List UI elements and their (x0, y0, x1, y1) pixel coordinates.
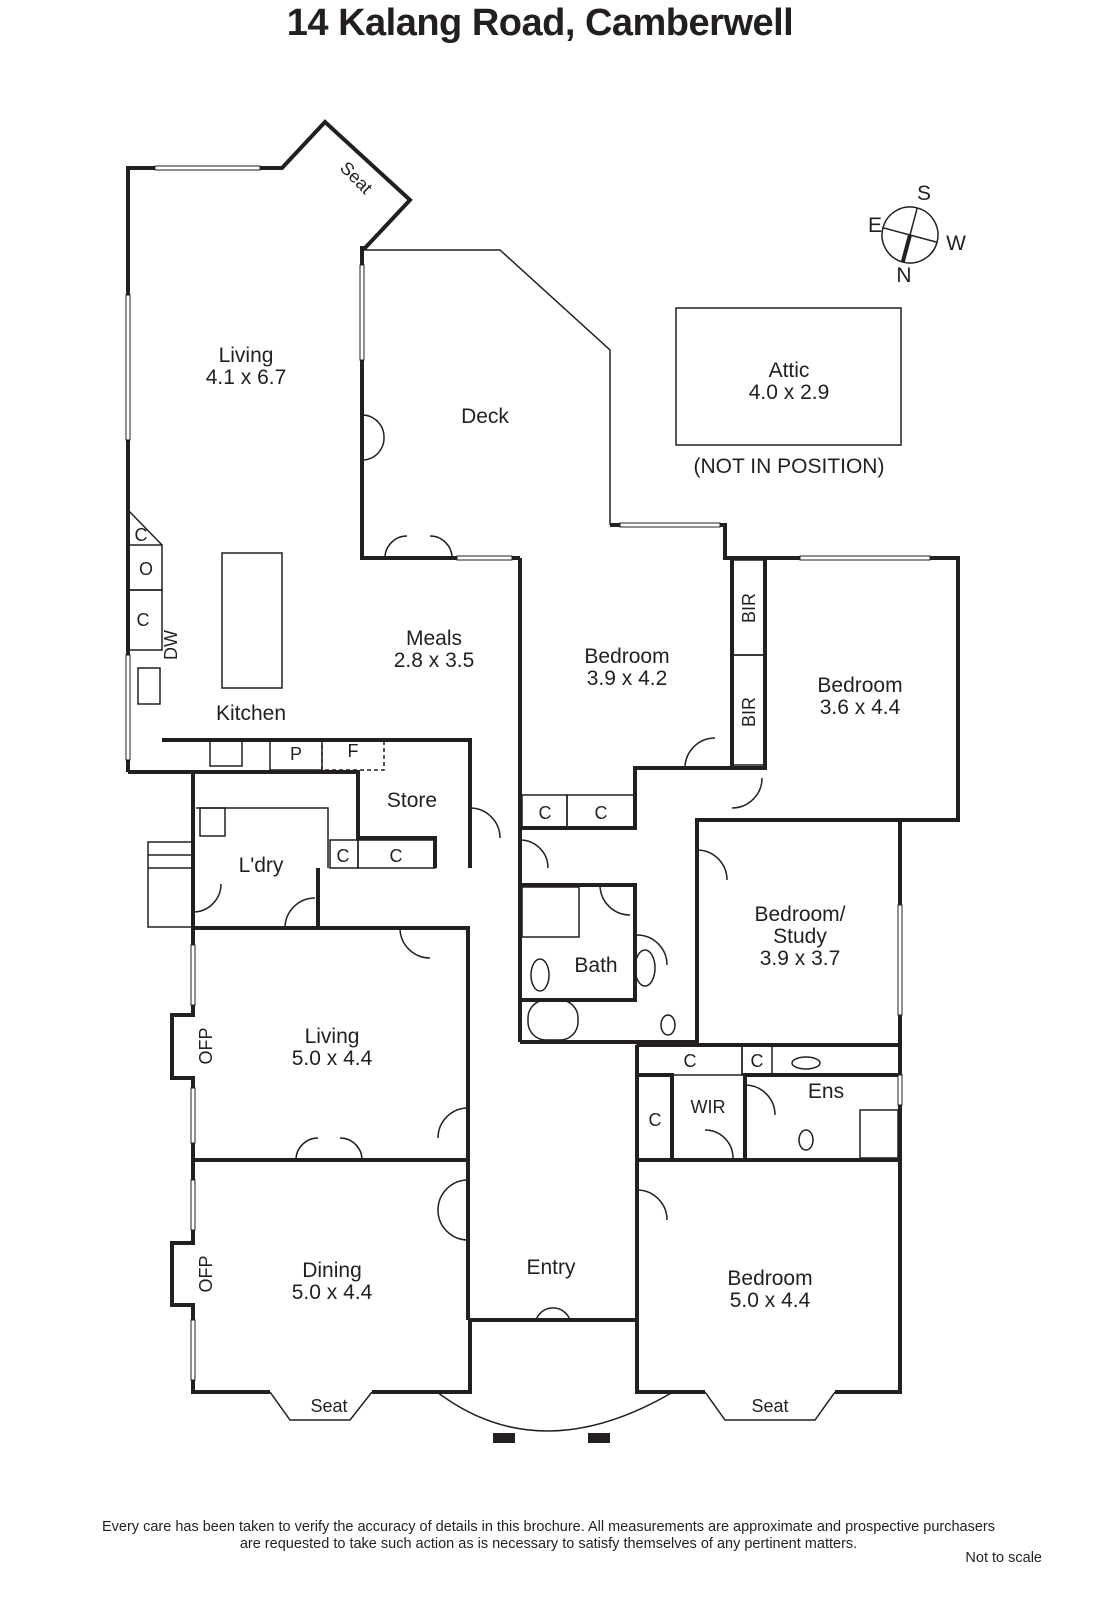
dishwasher-label: DW (161, 630, 181, 660)
room-kitchen-name: Kitchen (216, 702, 286, 725)
room-living-front-name: Living (305, 1025, 360, 1048)
disclaimer-line-2: are requested to take such action as is … (239, 1536, 858, 1552)
cupboard-label: C (337, 846, 350, 866)
room-living-rear-name: Living (219, 344, 274, 367)
room-deck-name: Deck (461, 405, 509, 428)
exterior-walls (126, 119, 960, 1443)
room-bedroom1-name: Bedroom (584, 645, 669, 668)
bir-label: BIR (739, 593, 759, 623)
seat-label: Seat (310, 1396, 347, 1416)
disclaimer-line-1: Every care has been taken to verify the … (101, 1519, 995, 1535)
cupboard-label: C (137, 610, 150, 630)
scale-note: Not to scale (965, 1550, 1042, 1566)
room-wir-name: WIR (691, 1097, 726, 1117)
room-bedroom3-name: Bedroom (727, 1267, 812, 1290)
attic-outline (675, 307, 902, 446)
room-laundry-name: L'dry (239, 854, 284, 877)
compass-icon (881, 206, 939, 264)
pantry-label: P (290, 744, 302, 764)
oven-label: O (139, 559, 153, 579)
room-bath-name: Bath (574, 954, 617, 977)
ofp-label: OFP (196, 1027, 216, 1064)
room-living-rear-size: 4.1 x 6.7 (206, 366, 287, 389)
cupboard-label: C (135, 525, 148, 545)
room-study-name2: Study (773, 925, 827, 948)
cupboard-label: C (390, 846, 403, 866)
seat-label: Seat (751, 1396, 788, 1416)
room-meals-size: 2.8 x 3.5 (394, 649, 475, 672)
room-study-name: Bedroom/ (754, 903, 845, 926)
room-attic-note: (NOT IN POSITION) (694, 455, 885, 478)
cupboard-label: C (751, 1051, 764, 1071)
page-title: 14 Kalang Road, Camberwell (286, 2, 794, 44)
room-bedroom2-name: Bedroom (817, 674, 902, 697)
room-entry-name: Entry (526, 1256, 576, 1279)
room-ens-name: Ens (808, 1080, 844, 1103)
room-store-name: Store (387, 789, 437, 812)
cupboard-label: C (684, 1051, 697, 1071)
cupboard-label: C (539, 803, 552, 823)
room-bedroom3-size: 5.0 x 4.4 (730, 1289, 811, 1312)
bir-label: BIR (739, 697, 759, 727)
room-attic-size: 4.0 x 2.9 (749, 381, 830, 404)
compass-n: N (896, 264, 911, 287)
room-bedroom2-size: 3.6 x 4.4 (820, 696, 901, 719)
room-dining-name: Dining (302, 1259, 362, 1282)
cupboard-label: C (649, 1110, 662, 1130)
compass-s: S (917, 182, 931, 205)
cupboard-label: C (595, 803, 608, 823)
room-bedroom1-size: 3.9 x 4.2 (587, 667, 668, 690)
fridge-label: F (348, 741, 359, 761)
disclaimer: Every care has been taken to verify the … (0, 1519, 1097, 1553)
compass-w: W (946, 232, 966, 255)
compass-e: E (868, 214, 882, 237)
room-study-size: 3.9 x 3.7 (760, 947, 841, 970)
room-meals-name: Meals (406, 627, 462, 650)
room-dining-size: 5.0 x 4.4 (292, 1281, 373, 1304)
room-living-front-size: 5.0 x 4.4 (292, 1047, 373, 1070)
ofp-label: OFP (196, 1255, 216, 1292)
interior-walls (125, 165, 931, 1381)
room-attic-name: Attic (769, 359, 810, 382)
